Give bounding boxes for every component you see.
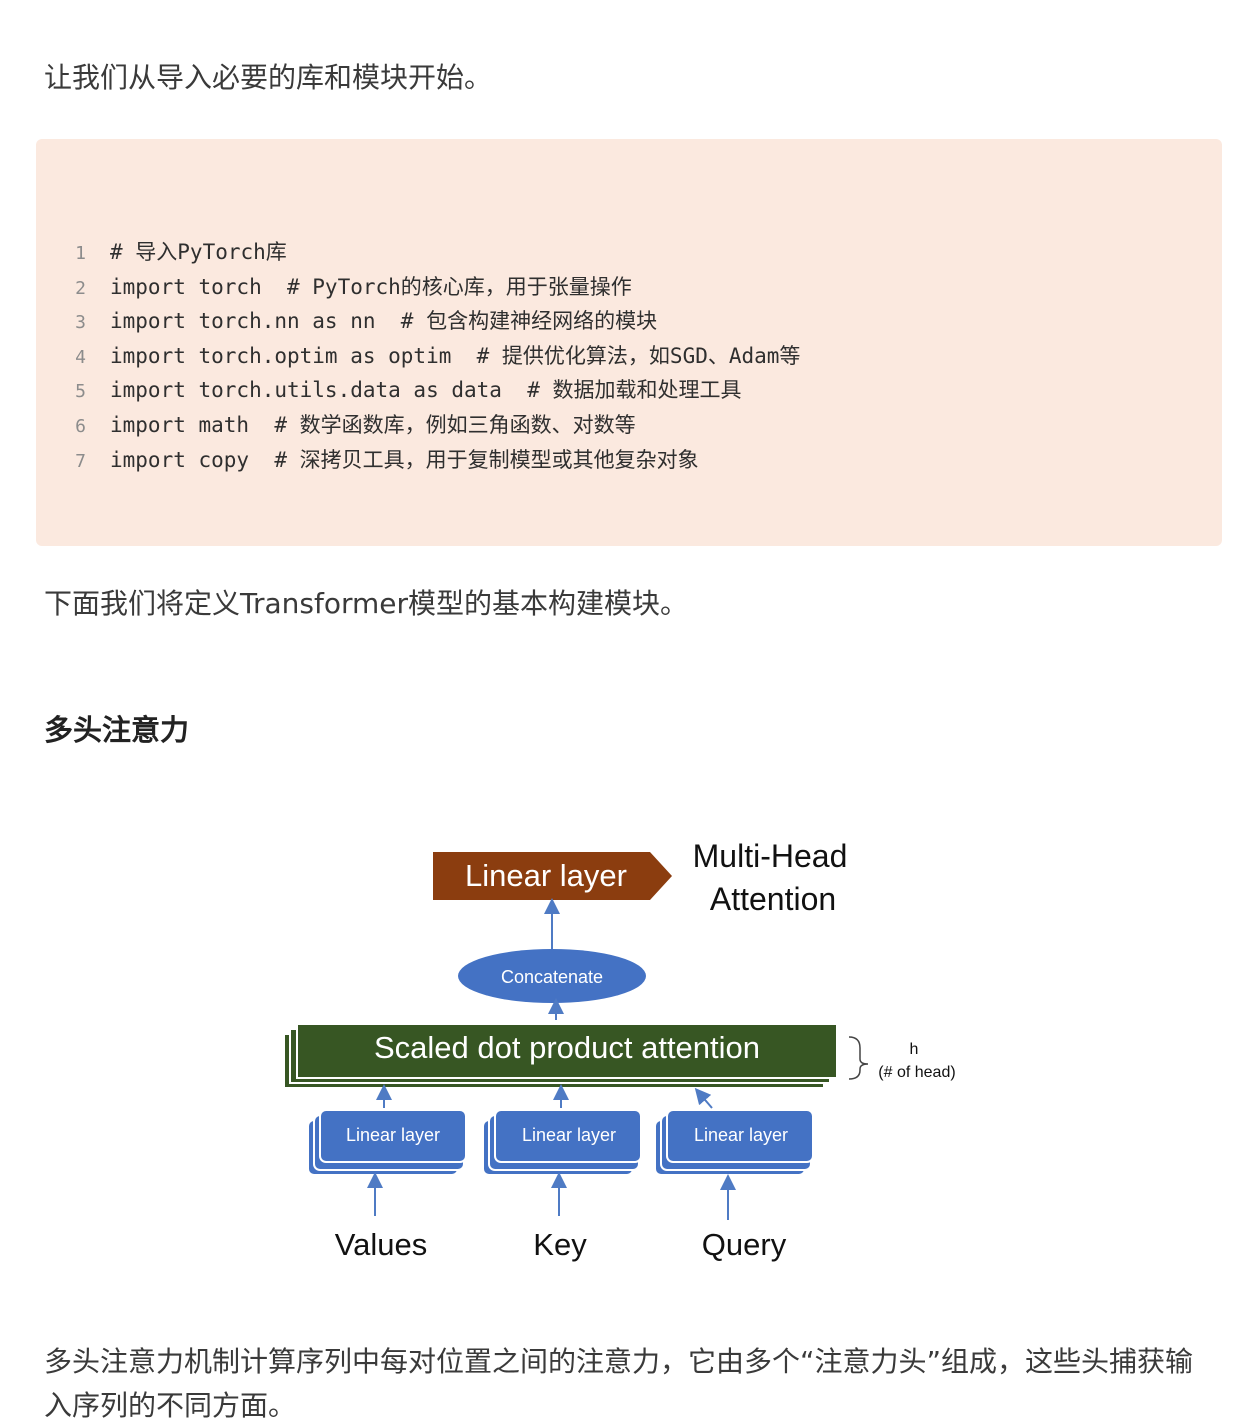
code-text: import copy # 深拷贝工具，用于复制模型或其他复杂对象 <box>110 448 699 472</box>
code-text: import torch.utils.data as data # 数据加载和处… <box>110 378 742 402</box>
diagram-title-line1: Multi-Head <box>693 838 848 874</box>
key-linear-label: Linear layer <box>522 1125 616 1145</box>
code-line: 4 import torch.optim as optim # 提供优化算法，如S… <box>36 339 1136 373</box>
diagram-svg: Linear layer Multi-Head Attention Concat… <box>283 838 956 1262</box>
query-linear-label: Linear layer <box>694 1125 788 1145</box>
sdpa-box <box>296 1023 838 1079</box>
line-number: 1 <box>75 243 86 264</box>
code-text: import torch # PyTorch的核心库，用于张量操作 <box>110 275 632 299</box>
line-number: 2 <box>75 278 86 299</box>
bottom-paragraph: 多头注意力机制计算序列中每对位置之间的注意力，它由多个“注意力头”组成，这些头捕… <box>44 1345 1194 1422</box>
key-linear-box <box>494 1109 642 1163</box>
arrow-query-linear-to-sdpa <box>694 1087 713 1109</box>
diagram-title-line2: Attention <box>710 881 836 917</box>
code-text: import torch.nn as nn # 包含构建神经网络的模块 <box>110 309 658 333</box>
values-label: Values <box>335 1227 428 1262</box>
concatenate-label: Concatenate <box>501 967 603 987</box>
code-line: 5 import torch.utils.data as data # 数据加载和… <box>36 373 1136 407</box>
head-count-note: (# of head) <box>878 1064 955 1081</box>
head-count-label: h <box>910 1041 919 1058</box>
code-text: # 导入PyTorch库 <box>110 240 287 264</box>
multi-head-attention-diagram: Linear layer Multi-Head Attention Concat… <box>0 780 1242 1320</box>
line-number: 7 <box>75 451 86 472</box>
code-text: import torch.optim as optim # 提供优化算法，如SG… <box>110 344 801 368</box>
code-line: 7 import copy # 深拷贝工具，用于复制模型或其他复杂对象 <box>36 443 1136 477</box>
concatenate-ellipse <box>458 949 646 1003</box>
next-paragraph: 下面我们将定义Transformer模型的基本构建模块。 <box>44 587 689 620</box>
head-brace <box>848 1036 869 1080</box>
values-linear-box <box>319 1109 467 1163</box>
line-number: 6 <box>75 416 86 437</box>
top-linear-layer-box <box>433 852 672 900</box>
section-heading: 多头注意力 <box>44 713 190 747</box>
code-line: 1 # 导入PyTorch库 <box>36 235 1136 269</box>
code-line: 2 import torch # PyTorch的核心库，用于张量操作 <box>36 270 1136 304</box>
intro-paragraph: 让我们从导入必要的库和模块开始。 <box>44 61 493 94</box>
code-text: import math # 数学函数库，例如三角函数、对数等 <box>110 413 636 437</box>
values-linear-label: Linear layer <box>346 1125 440 1145</box>
code-line: 6 import math # 数学函数库，例如三角函数、对数等 <box>36 408 1136 442</box>
line-number: 3 <box>75 312 86 333</box>
line-number: 4 <box>75 347 86 368</box>
line-number: 5 <box>75 381 86 402</box>
query-linear-box <box>666 1109 814 1163</box>
top-linear-layer-label: Linear layer <box>465 858 627 893</box>
query-label: Query <box>702 1227 787 1262</box>
code-block: 1 # 导入PyTorch库 2 import torch # PyTorch的核心… <box>36 139 1222 546</box>
sdpa-label: Scaled dot product attention <box>374 1030 760 1065</box>
code-line: 3 import torch.nn as nn # 包含构建神经网络的模块 <box>36 304 1136 338</box>
key-label: Key <box>533 1227 587 1262</box>
